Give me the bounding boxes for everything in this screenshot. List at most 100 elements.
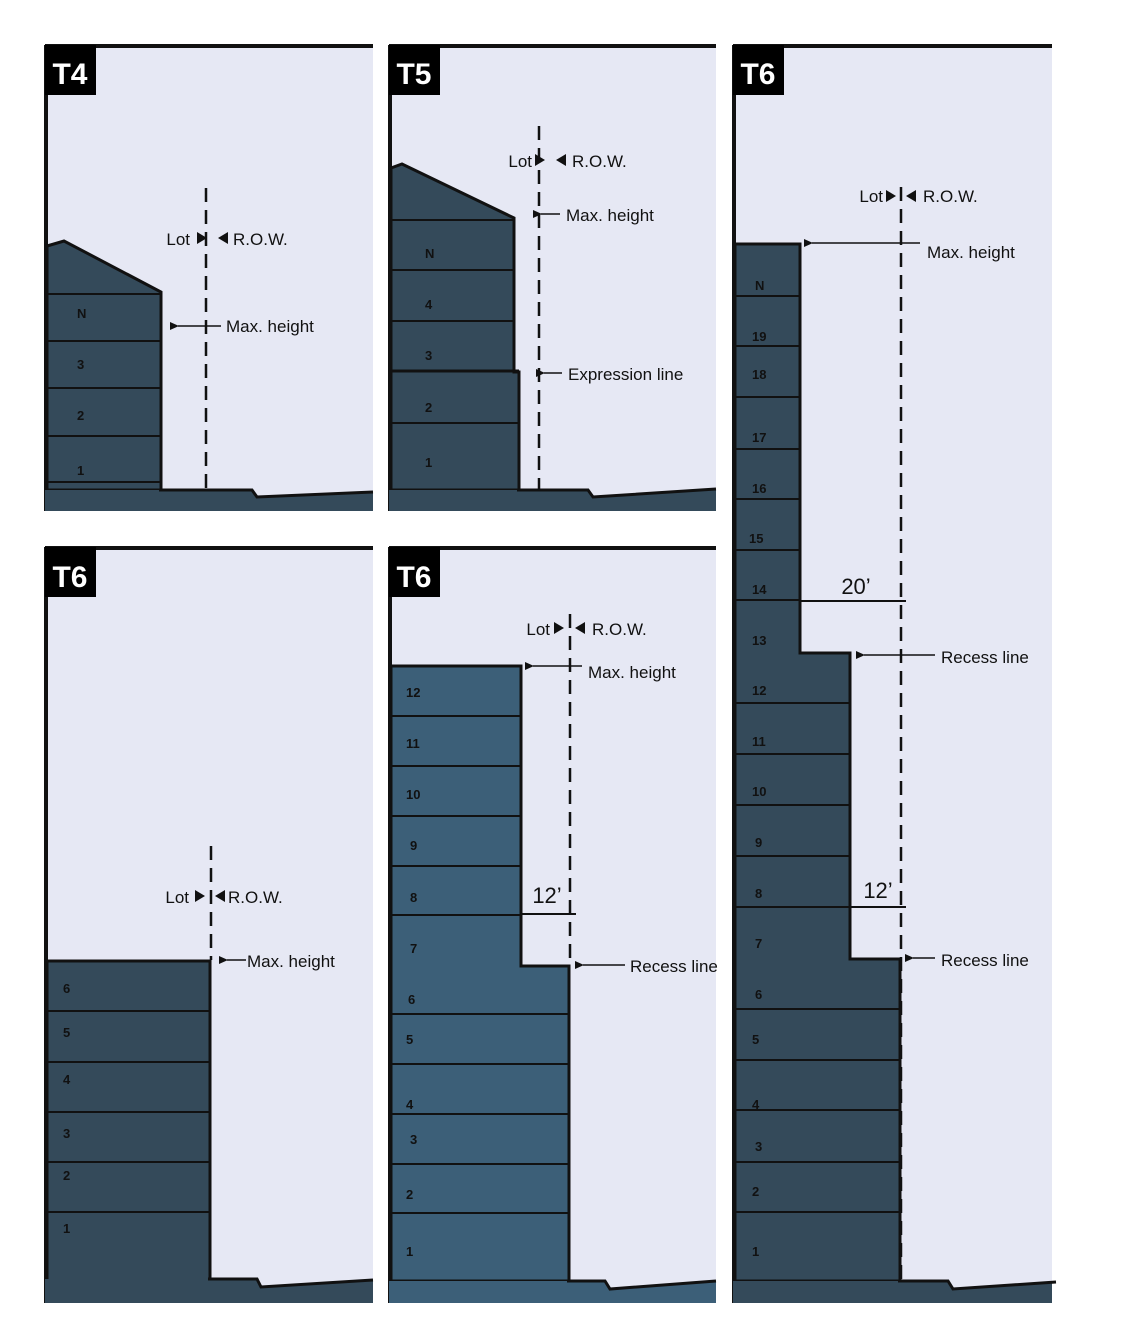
panel-t6-low-tag: T6 (52, 561, 87, 594)
panel-t6-tall-floor-label: 14 (752, 582, 767, 597)
panel-t6-tall-floor-label: 9 (755, 835, 762, 850)
panel-t6-low-row-label: R.O.W. (228, 888, 283, 907)
panel-t6-mid-floor-label: 12 (406, 685, 420, 700)
panel-t6-low-floor-label: 2 (63, 1168, 70, 1183)
panel-t6-mid-floor-label: 3 (410, 1132, 417, 1147)
panel-t6-low-ground (45, 1279, 373, 1303)
panel-t6-low-building (45, 959, 212, 1283)
panel-t6-low-max-height-label: Max. height (247, 952, 335, 971)
panel-t6-tall-floor-label: 8 (755, 886, 762, 901)
panel-t5-tag-box (389, 45, 440, 95)
panel-t6-low-ground-line (208, 1277, 374, 1289)
panel-t6-tall-setback-1-label: 20’ (841, 574, 870, 599)
panel-t6-tall-max-height-label: Max. height (927, 243, 1015, 262)
panel-t6-low-lot-label: Lot (165, 888, 189, 907)
panel-t6-tall-floor-label: 13 (752, 633, 766, 648)
panel-t6-low-tag-box (45, 547, 96, 597)
panel-t6-tall-floor-lines (735, 295, 900, 1213)
panel-t6-tall-ground-line (898, 1279, 1057, 1291)
panel-t6-tall-floor-label: 16 (752, 481, 766, 496)
panel-t4-floor-label: 3 (77, 357, 84, 372)
panel-t5-lot-label: Lot (508, 152, 532, 171)
panel-t5-floor-label: 1 (425, 455, 432, 470)
panel-t6-low-floor-label: 1 (63, 1221, 70, 1236)
panel-t6-mid-floor-label: 4 (406, 1097, 414, 1112)
panel-t6-mid-floor-label: 7 (410, 941, 417, 956)
panel-t4-floor-label: N (77, 306, 86, 321)
panel-t4-building (45, 239, 163, 492)
panel-t6-tall-floor-label: 10 (752, 784, 766, 799)
panel-t6-tall-ground (733, 1281, 1052, 1303)
panel-t5: T5 N 4 3 2 1 Lot R.O.W. Max. height Expr… (388, 44, 717, 511)
panel-t5-expression-line-label: Expression line (568, 365, 683, 384)
panel-t4-tag: T4 (52, 58, 87, 91)
panel-t4-lot-label: Lot (166, 230, 190, 249)
panel-t6-mid-ground-line (567, 1279, 717, 1291)
panel-t5-floor-label: 3 (425, 348, 432, 363)
panel-t6-mid-ground (389, 1281, 716, 1303)
panel-t6-tall-floor-label: 11 (752, 734, 766, 749)
panel-t6-mid-tag: T6 (396, 561, 431, 594)
panel-t5-row-arrow (556, 154, 566, 166)
panel-t4: T4 N 3 2 1 Lot R.O.W. Max. height (44, 44, 374, 511)
panel-t6-tall-floor-label: 15 (749, 531, 763, 546)
panel-t6-tall-lot-arrow (886, 190, 896, 202)
panel-t6-tall-row-label: R.O.W. (923, 187, 978, 206)
panel-t6-tall-floor-label: 17 (752, 430, 766, 445)
panel-t6-mid-tag-box (389, 547, 440, 597)
panel-t6-mid-lot-arrow (554, 622, 564, 634)
panel-t6-tall-floor-label: N (755, 278, 764, 293)
panel-t6-low-lot-arrow (195, 890, 205, 902)
panel-t6-mid-lot-label: Lot (526, 620, 550, 639)
panel-t6-mid-floor-lines (391, 715, 569, 1214)
panel-t5-floor-label: 2 (425, 400, 432, 415)
panel-t4-row-arrow (218, 232, 228, 244)
panel-t5-row-label: R.O.W. (572, 152, 627, 171)
panel-t6-low-floor-label: 5 (63, 1025, 70, 1040)
panel-t6-mid-row-label: R.O.W. (592, 620, 647, 639)
panel-t6-tall: T6 N 19 18 17 16 15 14 13 12 11 10 9 8 7… (732, 44, 1057, 1303)
panel-t6-tall-floor-label: 18 (752, 367, 766, 382)
panel-t5-tag: T5 (396, 58, 431, 91)
panel-t6-mid-floor-label: 8 (410, 890, 417, 905)
panel-t4-floor-label: 1 (77, 463, 84, 478)
panel-t5-lot-arrow (535, 154, 545, 166)
panel-t6-mid-floor-label: 10 (406, 787, 420, 802)
panel-t6-tall-tag-box (733, 45, 784, 95)
panel-t5-building (389, 162, 521, 492)
panel-t5-floor-label: N (425, 246, 434, 261)
panel-t6-low-floor-label: 4 (63, 1072, 71, 1087)
panel-t6-low-row-arrow (215, 890, 225, 902)
panel-t6-tall-floor-label: 3 (755, 1139, 762, 1154)
panel-t6-tall-lot-label: Lot (859, 187, 883, 206)
panel-t6-low-floor-label: 3 (63, 1126, 70, 1141)
panel-t6-mid: T6 12 11 10 9 8 7 6 5 4 3 2 1 Lot R.O.W.… (388, 546, 718, 1303)
panel-t6-tall-floor-label: 5 (752, 1032, 759, 1047)
panel-t6-tall-floor-label: 19 (752, 329, 766, 344)
panel-t6-tall-floor-label: 12 (752, 683, 766, 698)
panel-t6-mid-floor-label: 2 (406, 1187, 413, 1202)
panel-t6-mid-floor-label: 6 (408, 992, 415, 1007)
panel-t6-mid-max-height-label: Max. height (588, 663, 676, 682)
panel-t6-tall-row-arrow (906, 190, 916, 202)
panel-t4-ground (45, 490, 373, 511)
panel-t6-mid-recess-line-label: Recess line (630, 957, 718, 976)
panel-t6-tall-floor-label: 6 (755, 987, 762, 1002)
panel-t6-mid-floor-label: 9 (410, 838, 417, 853)
panel-t6-tall-floor-label: 1 (752, 1244, 759, 1259)
panel-t5-floor-label: 4 (425, 297, 433, 312)
panel-t4-floor-label: 2 (77, 408, 84, 423)
panel-t6-tall-floor-label: 4 (752, 1097, 760, 1112)
panel-t4-tag-box (45, 45, 96, 95)
panel-t4-row-label: R.O.W. (233, 230, 288, 249)
panel-t5-max-height-label: Max. height (566, 206, 654, 225)
panel-t6-mid-floor-label: 11 (406, 736, 420, 751)
panel-t6-low-floor-label: 6 (63, 981, 70, 996)
panel-t6-low: T6 6 5 4 3 2 1 Lot R.O.W. Max. height (44, 546, 374, 1303)
panel-t4-ground-line (159, 488, 374, 499)
panel-t6-tall-floor-label: 7 (755, 936, 762, 951)
panel-t6-tall-recess-line-1-label: Recess line (941, 648, 1029, 667)
panel-t5-ground-line (517, 487, 717, 499)
panel-t6-mid-setback-label: 12’ (532, 883, 561, 908)
